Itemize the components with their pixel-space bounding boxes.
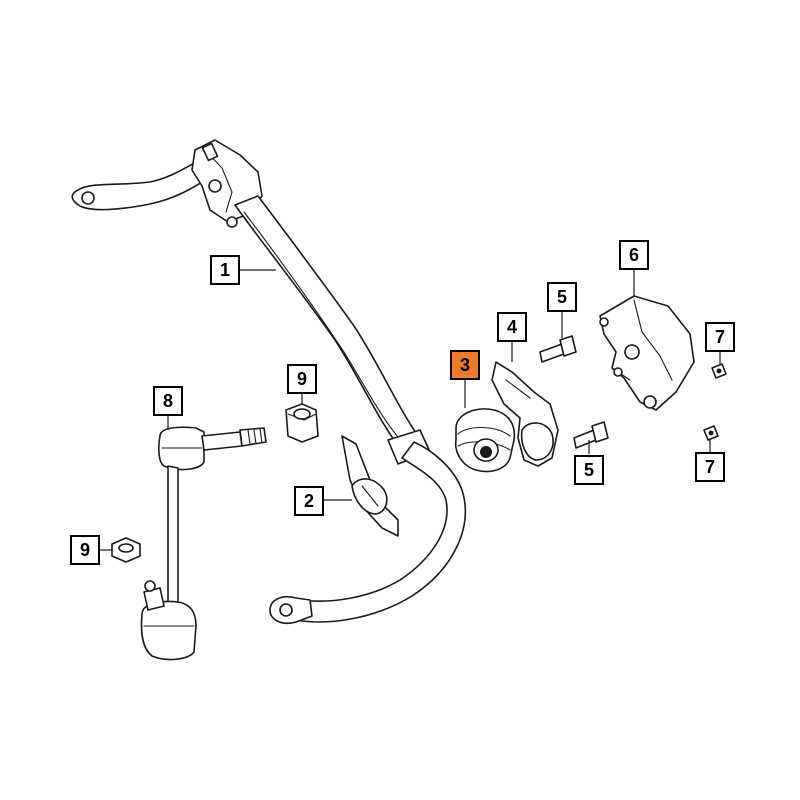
leader-lines bbox=[100, 269, 721, 551]
bushing-retainer bbox=[491, 361, 559, 467]
callout-7-upper: 7 bbox=[705, 322, 735, 352]
callout-5-upper: 5 bbox=[547, 282, 577, 312]
bushing bbox=[454, 408, 516, 473]
callout-4: 4 bbox=[497, 312, 527, 342]
callout-8: 8 bbox=[153, 386, 183, 416]
bar-bracket bbox=[341, 435, 399, 537]
bolt-upper bbox=[539, 335, 577, 363]
screw-lower bbox=[703, 425, 719, 441]
nut-lower bbox=[111, 537, 141, 563]
callout-9-upper: 9 bbox=[287, 364, 317, 394]
screw-upper bbox=[711, 363, 727, 379]
stabilizer-bar bbox=[71, 139, 467, 625]
callout-2: 2 bbox=[294, 486, 324, 516]
callout-6: 6 bbox=[619, 240, 649, 270]
callout-9-lower: 9 bbox=[70, 535, 100, 565]
bolt-lower bbox=[573, 421, 609, 449]
callout-3-highlighted: 3 bbox=[450, 350, 480, 380]
stabilizer-link bbox=[140, 426, 267, 661]
callout-7-lower: 7 bbox=[695, 452, 725, 482]
nut-upper bbox=[285, 403, 319, 443]
callout-5-lower: 5 bbox=[574, 455, 604, 485]
callout-1: 1 bbox=[210, 255, 240, 285]
mounting-bracket bbox=[599, 295, 695, 411]
